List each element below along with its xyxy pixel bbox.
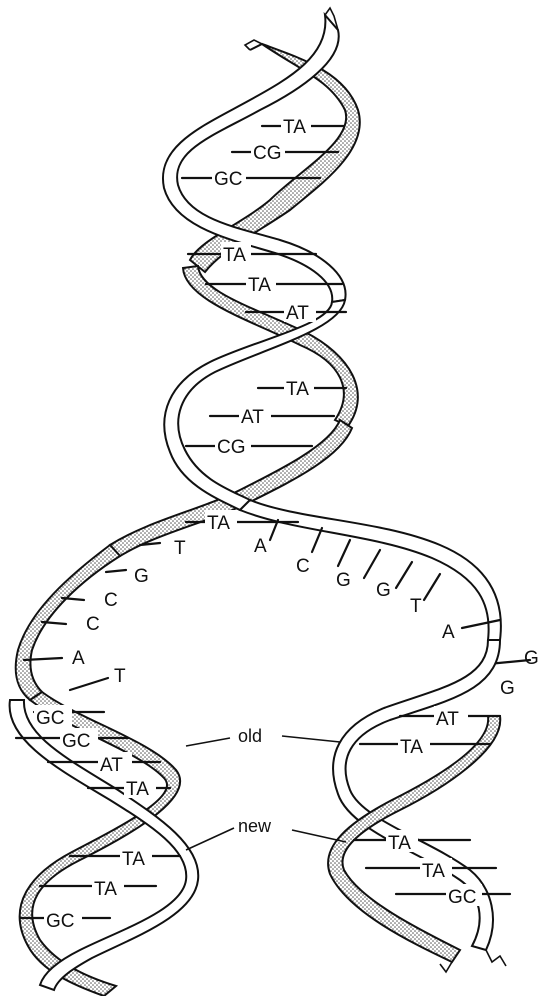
old-leader-left	[186, 738, 230, 746]
frayed-end	[486, 950, 506, 966]
base-label: A	[72, 648, 85, 669]
callouts: old new	[186, 726, 346, 850]
base-label: C	[104, 590, 118, 611]
base-pair-label: AT	[436, 709, 459, 730]
base-pair-label: TA	[122, 849, 145, 870]
base-label: G	[500, 678, 515, 699]
base-pair-label: TA	[283, 117, 306, 138]
base-pair-label: AT	[100, 755, 123, 776]
left-unzipped-strand: T G C C A T	[16, 538, 186, 700]
base-pair-label: GC	[46, 911, 75, 932]
base-pair-label: TA	[388, 833, 411, 854]
base-label: A	[442, 622, 455, 643]
base-label: C	[86, 614, 100, 635]
right-daughter-helix: AT TA TA TA GC	[328, 640, 510, 972]
base-label: G	[524, 648, 539, 669]
base-pair-label: GC	[62, 731, 91, 752]
base-pair-label: TA	[422, 861, 445, 882]
parent-helix: TA CG GC TA TA AT TA AT CG TA	[110, 8, 501, 640]
base-pair-label: AT	[286, 303, 309, 324]
base-pair-label: TA	[286, 379, 309, 400]
base-pair-label: TA	[207, 513, 230, 534]
base-pair-label: TA	[400, 737, 423, 758]
base-label: C	[296, 556, 310, 577]
base-pair-label: CG	[253, 143, 282, 164]
new-leader-right	[292, 830, 346, 842]
base-pair-label: TA	[223, 245, 246, 266]
base-label: A	[254, 536, 267, 557]
old-leader-right	[282, 736, 340, 742]
base-pair-label: GC	[36, 708, 65, 729]
base-label: T	[410, 596, 422, 617]
base-label: G	[336, 570, 351, 591]
frayed-end	[440, 962, 452, 972]
new-leader-left	[186, 828, 234, 850]
base-pair-label: TA	[126, 779, 149, 800]
base-pair-label: TA	[94, 879, 117, 900]
base-pair-label: GC	[448, 887, 477, 908]
left-daughter-helix: GC GC AT TA TA TA GC	[10, 692, 199, 996]
base-pair-label: AT	[241, 407, 264, 428]
base-pair-label: GC	[214, 169, 243, 190]
unzipped-strand-left	[16, 545, 120, 700]
base-label: T	[114, 666, 126, 687]
base-pair-label: CG	[217, 437, 246, 458]
base-label: G	[134, 566, 149, 587]
old-callout-label: old	[238, 726, 262, 746]
new-callout-label: new	[238, 816, 272, 836]
base-label: G	[376, 580, 391, 601]
base-label: T	[174, 538, 186, 559]
base-pair-label: TA	[248, 275, 271, 296]
